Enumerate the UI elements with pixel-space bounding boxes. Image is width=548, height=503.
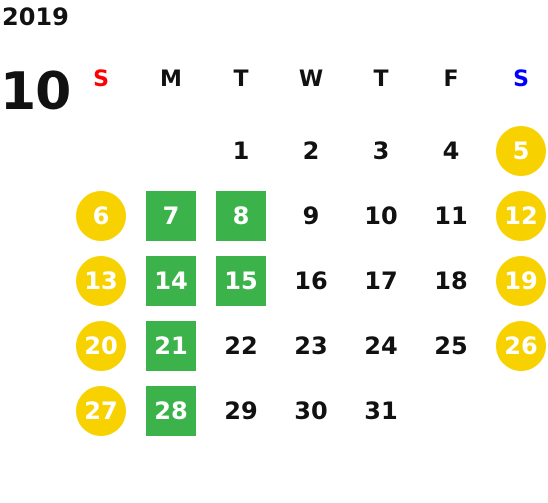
day-cell[interactable]: 28 [136,378,206,443]
day-cell[interactable]: 16 [276,248,346,313]
day-number: 11 [434,201,468,230]
day-number: 16 [294,266,328,295]
day-cell[interactable]: 19 [486,248,548,313]
day-number: 5 [496,125,546,176]
day-cell[interactable]: 10 [346,183,416,248]
day-cell[interactable]: 7 [136,183,206,248]
day-cell[interactable]: 29 [206,378,276,443]
day-cell[interactable]: 22 [206,313,276,378]
day-number: 21 [146,320,196,371]
day-cell[interactable]: 26 [486,313,548,378]
day-number: 10 [364,201,398,230]
day-number: 13 [76,255,126,306]
day-number: 1 [232,136,250,165]
day-cell[interactable]: 31 [346,378,416,443]
day-number: 14 [146,255,196,306]
day-cell[interactable]: 11 [416,183,486,248]
day-cell[interactable]: 1 [206,118,276,183]
day-cell[interactable]: 4 [416,118,486,183]
day-number: 6 [76,190,126,241]
day-number: 26 [496,320,546,371]
day-number: 17 [364,266,398,295]
day-cell[interactable]: 23 [276,313,346,378]
weekday-label: S [93,67,109,92]
day-cell[interactable]: 18 [416,248,486,313]
day-cell[interactable]: 20 [66,313,136,378]
day-number: 15 [216,255,266,306]
day-cell[interactable]: 8 [206,183,276,248]
weekday-label: T [373,67,389,92]
day-number: 12 [496,190,546,241]
day-number: 24 [364,331,398,360]
day-cell[interactable]: 21 [136,313,206,378]
day-cell[interactable]: 6 [66,183,136,248]
weekday-label: M [160,67,182,92]
day-cell[interactable]: 15 [206,248,276,313]
weekday-label: W [298,67,324,92]
day-number: 29 [224,396,258,425]
day-cell[interactable]: 3 [346,118,416,183]
day-cell[interactable]: 2 [276,118,346,183]
day-number: 27 [76,385,126,436]
day-number: 2 [302,136,320,165]
day-cell[interactable]: 27 [66,378,136,443]
day-number: 7 [146,190,196,241]
day-cell[interactable]: 12 [486,183,548,248]
day-number: 20 [76,320,126,371]
day-number: 31 [364,396,398,425]
calendar-month: 10 [0,62,71,122]
day-cell[interactable]: 30 [276,378,346,443]
day-number: 30 [294,396,328,425]
weekday-label: S [513,67,529,92]
day-cell[interactable]: 9 [276,183,346,248]
day-number: 3 [372,136,390,165]
day-cell[interactable]: 14 [136,248,206,313]
calendar-year: 2019 [2,3,69,31]
day-number: 8 [216,190,266,241]
day-cell[interactable]: 25 [416,313,486,378]
weekday-label: T [233,67,249,92]
day-number: 22 [224,331,258,360]
day-number: 23 [294,331,328,360]
day-number: 19 [496,255,546,306]
day-cell[interactable]: 24 [346,313,416,378]
day-cell[interactable]: 13 [66,248,136,313]
day-cell[interactable]: 5 [486,118,548,183]
day-number: 4 [442,136,460,165]
day-number: 18 [434,266,468,295]
day-number: 25 [434,331,468,360]
day-number: 9 [302,201,320,230]
day-number: 28 [146,385,196,436]
weekday-label: F [443,67,459,92]
day-cell[interactable]: 17 [346,248,416,313]
